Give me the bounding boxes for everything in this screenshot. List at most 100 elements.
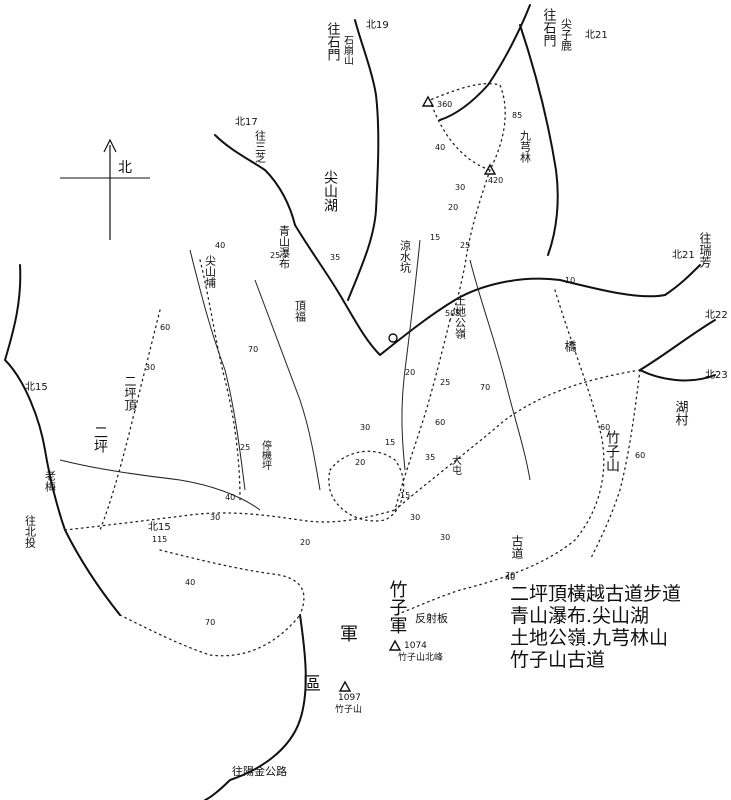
distance-label: 60 (635, 451, 645, 460)
road-marker: 北23 (705, 369, 728, 381)
distance-label: 60 (160, 323, 170, 332)
road-marker: 北21 (672, 249, 695, 261)
trail-left-vert (99, 309, 161, 531)
road-south (204, 614, 307, 800)
road-west-15 (4, 264, 121, 616)
distance-label: 20 (300, 538, 310, 547)
place-label: 反射板 (415, 611, 448, 625)
stream-e (59, 459, 261, 511)
trail-qingshan (199, 259, 241, 501)
road-east-21 (664, 264, 701, 296)
road-east-22 (639, 319, 716, 371)
place-label: 湖村 (673, 400, 689, 426)
road-east-23 (639, 369, 716, 382)
distance-label: 30 (210, 513, 220, 522)
roads (4, 4, 716, 800)
place-label: 竹子山 (604, 430, 620, 472)
peak-label: 1097 (338, 693, 361, 703)
distance-label: 60 (435, 418, 445, 427)
distance-label: 25 (270, 251, 280, 260)
distance-label: 20 (405, 368, 415, 377)
place-label: 尖山湖 (322, 170, 338, 213)
place-label: 橋 (563, 340, 577, 353)
peak-marker-1097 (338, 680, 352, 692)
distance-label: 40 (225, 493, 235, 502)
distance-label: 30 (455, 183, 465, 192)
peak-label: 1074 (404, 641, 427, 651)
place-label: 往石門 (541, 8, 557, 48)
distance-label: 115 (152, 535, 167, 544)
distance-label: 40 (185, 578, 195, 587)
distance-label: 15 (400, 491, 410, 500)
place-label: 區 (303, 674, 321, 695)
distance-label: 25 (440, 378, 450, 387)
road-main-loop (294, 224, 666, 356)
title-line-3: 土地公嶺.九芎林山 (510, 627, 668, 649)
north-label: 北 (118, 160, 132, 176)
distance-label: 15 (430, 233, 440, 242)
trail-zhuzi-gudao (394, 289, 605, 616)
place-labels: 往石門 石崩山 往石門 尖子鹿 往瑞芳 尖山湖 往三芝 青山瀑布 尖山埔 二坪 … (24, 8, 713, 778)
road-marker: 北15 (25, 381, 48, 393)
place-label: 停機坪 (260, 439, 272, 471)
trail-cross-east (394, 369, 641, 511)
title-line-4: 竹子山古道 (510, 649, 605, 671)
place-label: 尖子鹿 (560, 18, 573, 51)
trail-east (589, 369, 641, 561)
road-north-21 (439, 4, 531, 121)
stream-d (469, 259, 531, 481)
stream-c (401, 239, 421, 471)
distance-label: 40 (435, 143, 445, 152)
distance-numbers: 360 85 420 40 20 25 15 30 25 10 60 70 40… (145, 100, 645, 627)
title-block: 二坪頂橫越古道步道 青山瀑布.尖山湖 土地公嶺.九芎林山 竹子山古道 (510, 583, 681, 671)
road-east-branch (519, 24, 559, 256)
place-label: 二坪頂 (123, 375, 137, 412)
place-label: 土地公嶺 (454, 295, 467, 340)
road-north-19 (347, 19, 380, 301)
distance-label: 360 (437, 100, 452, 109)
distance-label: 40 (505, 573, 515, 582)
place-label: 大屯 (450, 454, 462, 475)
road-marker: 北21 (585, 29, 608, 41)
place-label: 老梅 (44, 470, 57, 493)
place-label: 往瑞芳 (698, 231, 712, 268)
distance-label: 25 (240, 443, 250, 452)
distance-label: 35 (330, 253, 340, 262)
place-label: 往三芝 (254, 129, 267, 163)
distance-label: 30 (440, 533, 450, 542)
place-label: 二坪 (92, 425, 108, 453)
road-marker: 北22 (705, 309, 728, 321)
place-label: 涼水坑 (399, 239, 412, 274)
trails (64, 83, 641, 657)
distance-label: 10 (565, 276, 575, 285)
peak-label: 竹子山北峰 (398, 651, 443, 663)
distance-label: 70 (480, 383, 490, 392)
peak-markers (338, 95, 497, 692)
trail-tudigong (394, 319, 451, 511)
streams (59, 239, 531, 511)
place-label: 九芎林 (519, 130, 532, 163)
distance-label: 20 (355, 458, 365, 467)
north-arrow: 北 (60, 138, 150, 240)
road-markers: 北19 北21 北17 北15 北22 北23 北21 北15 (25, 19, 728, 533)
distance-label: 20 (448, 203, 458, 212)
trail-sw (159, 549, 305, 616)
place-label: 古道 (510, 534, 524, 559)
distance-label: 30 (410, 513, 420, 522)
distance-label: 70 (248, 345, 258, 354)
stream-a (189, 249, 246, 491)
road-marker: 北19 (366, 19, 389, 31)
distance-label: 420 (488, 176, 503, 185)
place-label: 軍 (340, 624, 358, 645)
stream-b (254, 279, 321, 491)
place-label: 尖山埔 (204, 255, 217, 288)
place-label: 往陽金公路 (232, 764, 287, 778)
place-label: 石崩山 (342, 35, 354, 65)
distance-label: 30 (145, 363, 155, 372)
distance-label: 35 (425, 453, 435, 462)
road-north-17 (214, 134, 296, 226)
place-label: 竹子軍 (387, 580, 408, 634)
place-label: 頂福 (294, 300, 307, 323)
distance-label: 40 (215, 241, 225, 250)
